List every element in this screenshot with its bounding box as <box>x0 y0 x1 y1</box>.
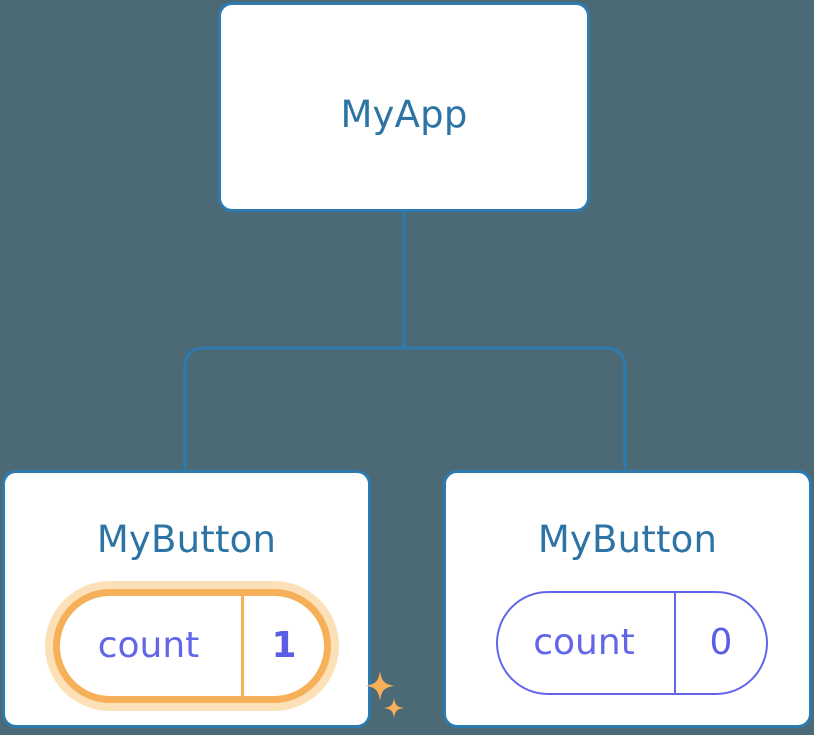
node-mybutton-left[interactable]: MyButton count 1 <box>2 470 404 728</box>
state-key-right: count <box>533 622 635 663</box>
state-pill-right[interactable]: count 0 <box>492 577 774 713</box>
state-pill-left[interactable]: count 1 <box>43 577 404 718</box>
state-value-left: 1 <box>241 596 324 696</box>
state-key-left: count <box>97 625 200 666</box>
state-value-right: 0 <box>674 593 766 693</box>
node-mybutton-right-label: MyButton <box>537 518 718 561</box>
connector-branch-left <box>183 346 404 470</box>
state-pill-right-body[interactable]: count 0 <box>496 591 768 695</box>
node-myapp[interactable]: MyApp <box>218 2 590 212</box>
node-myapp-label: MyApp <box>340 93 468 136</box>
state-pill-left-body[interactable]: count 1 <box>53 589 331 703</box>
node-mybutton-right[interactable]: MyButton count 0 <box>443 470 812 728</box>
connector-branch-right <box>404 346 627 470</box>
node-mybutton-left-label: MyButton <box>96 518 277 561</box>
